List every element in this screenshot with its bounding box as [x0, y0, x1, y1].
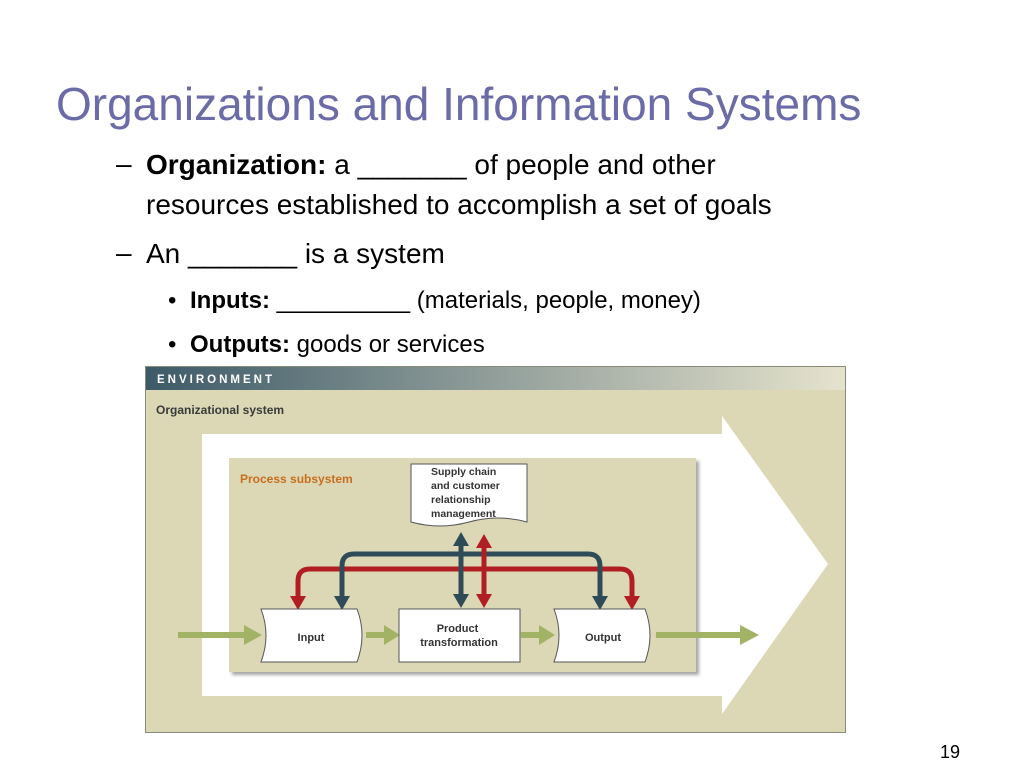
scm-line-3: relationship: [431, 494, 491, 506]
input-block: [260, 608, 363, 663]
outputs-term: Outputs:: [190, 331, 290, 358]
transformation-line-2: transformation: [420, 637, 498, 649]
green-arrow-transform-shaft: [521, 632, 541, 638]
outputs-text: goods or services: [289, 331, 485, 358]
environment-band: [146, 367, 845, 390]
bullet-inputs: Inputs: __________ (materials, people, m…: [190, 287, 701, 316]
transformation-label: Product transformation: [420, 623, 498, 649]
output-label: Output: [585, 632, 621, 644]
dot-bullet-2: •: [168, 331, 177, 358]
scm-line-1: Supply chain: [431, 466, 496, 478]
green-arrow-out-shaft: [656, 632, 742, 638]
inputs-term: Inputs:: [190, 287, 270, 314]
teal-feedback-arrow: [339, 551, 603, 602]
organization-continuation: resources established to accomplish a se…: [146, 189, 772, 220]
dash-bullet-2: –: [116, 237, 132, 268]
bullet-system: An _______ is a system: [146, 238, 445, 269]
teal-arrowhead-left: [334, 596, 350, 610]
teal-vertical-head-down: [453, 594, 469, 608]
bullet-outputs: Outputs: goods or services: [190, 331, 485, 360]
organization-term: Organization:: [146, 149, 327, 180]
org-system-label: Organizational system: [156, 403, 284, 417]
green-arrow-in-shaft: [178, 632, 246, 638]
red-arrowhead-right: [624, 596, 640, 610]
process-subsystem-label: Process subsystem: [240, 472, 353, 486]
input-label: Input: [298, 632, 325, 644]
inputs-text: __________ (materials, people, money): [269, 287, 701, 314]
red-vertical-head-up: [476, 534, 492, 548]
dot-bullet-1: •: [168, 287, 177, 314]
red-arrowhead-left: [290, 596, 306, 610]
red-feedback-arrow: [295, 566, 635, 604]
slide-title: Organizations and Information Systems: [56, 78, 862, 130]
transformation-line-1: Product: [437, 623, 479, 635]
transformation-block: [398, 608, 521, 663]
bullet-organization: Organization: a _______ of people and ot…: [146, 148, 716, 182]
output-block: [553, 608, 651, 663]
supply-chain-document: [410, 463, 528, 527]
green-arrow-out-head: [740, 625, 759, 645]
supply-chain-label: Supply chain and customer relationship m…: [431, 466, 503, 520]
slide-number: 19: [940, 742, 961, 762]
dash-bullet-1: –: [116, 148, 132, 179]
organizational-system-diagram: ENVIRONMENT Organizational system Proces…: [145, 366, 846, 733]
scm-line-2: and customer: [431, 480, 500, 492]
teal-vertical-head-up: [453, 532, 469, 546]
green-arrow-input-shaft: [366, 632, 386, 638]
teal-arrowhead-right: [592, 596, 608, 610]
green-arrow-input-head: [384, 625, 400, 645]
red-vertical-head-down: [476, 594, 492, 608]
green-arrow-in-head: [244, 625, 262, 645]
scm-line-4: management: [431, 508, 496, 520]
organization-text: a _______ of people and other: [326, 149, 716, 180]
green-arrow-transform-head: [539, 625, 555, 645]
environment-label: ENVIRONMENT: [157, 374, 275, 386]
